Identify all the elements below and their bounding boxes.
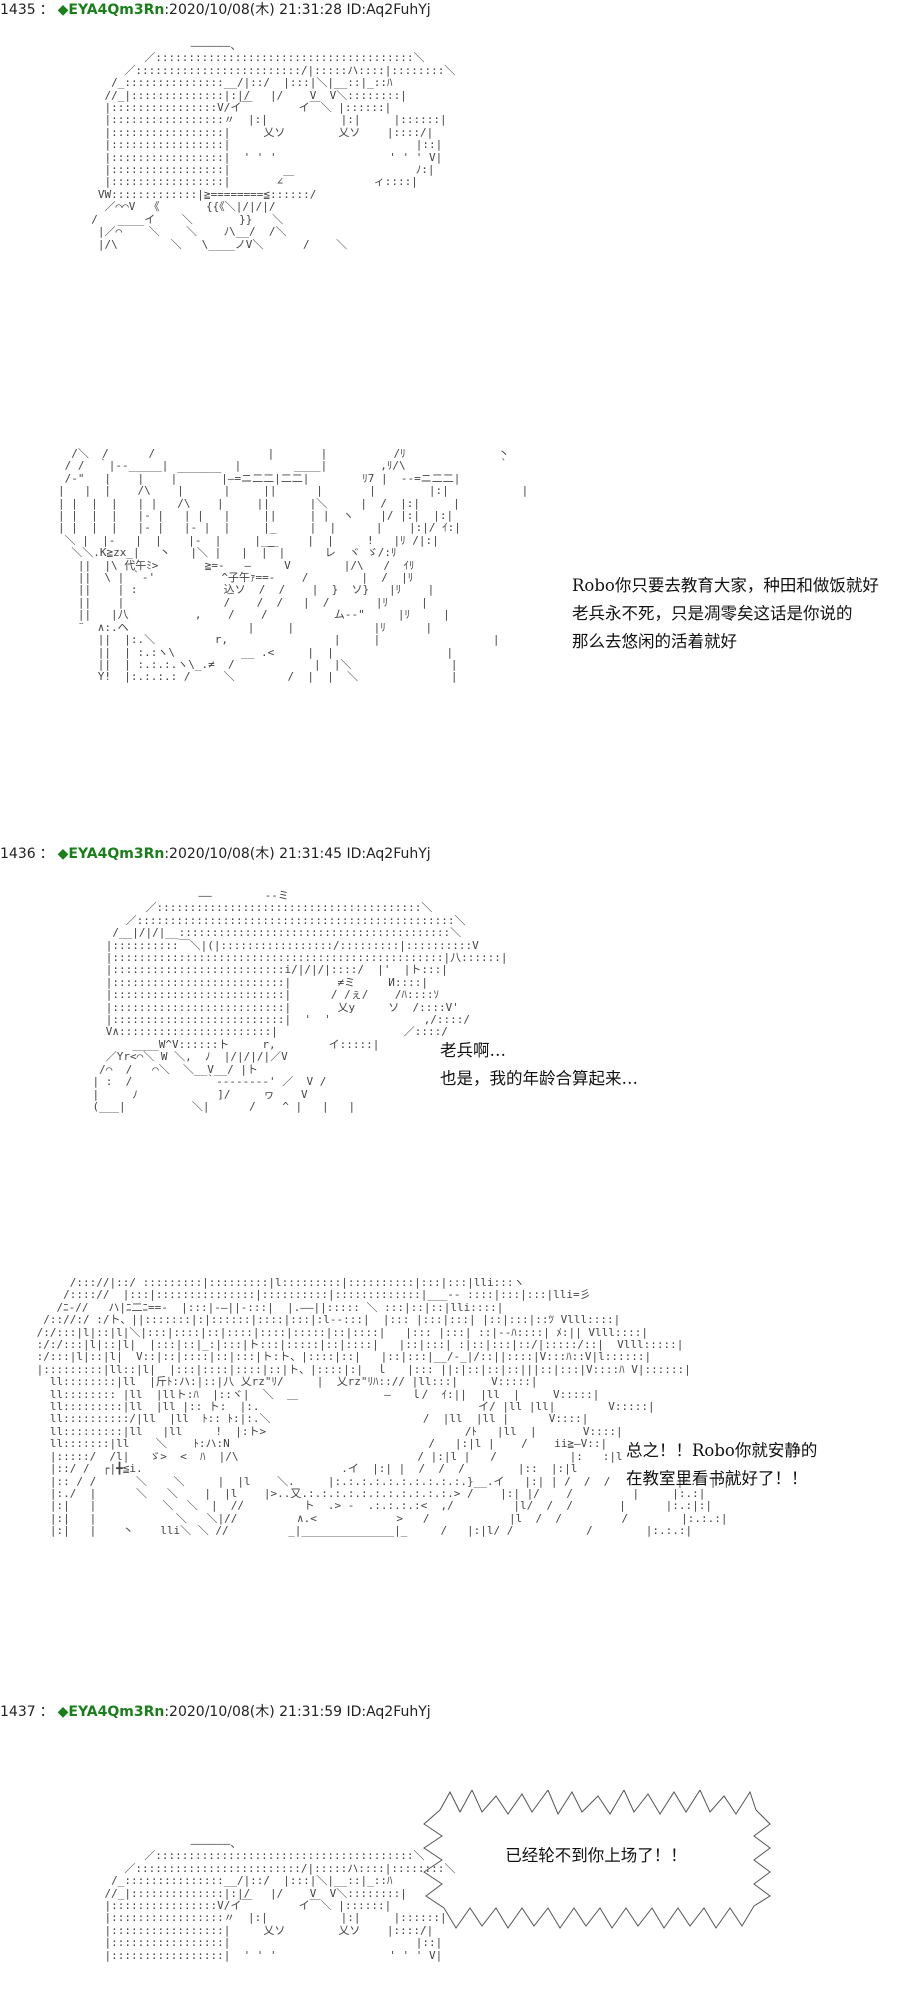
ascii-art-character-a: ――――――、 ／:::::::::::::::::::::::::::::::…: [91, 39, 456, 251]
post-datetime: :2020/10/08(木) 21:31:45 ID:Aq2FuhYj: [164, 846, 431, 862]
post-header-1435: 1435：◆EYA4Qm3Rn:2020/10/08(木) 21:31:28 I…: [0, 0, 431, 20]
dialogue-line: 老兵永不死，只是凋零矣这话是你说的: [572, 604, 853, 623]
shout-text: 已经轮不到你上场了！！: [505, 1846, 687, 1865]
poster-name[interactable]: EYA4Qm3Rn: [68, 1704, 165, 1720]
dialogue-line: Robo你只要去教育大家，种田和做饭就好: [572, 576, 879, 595]
poster-name[interactable]: EYA4Qm3Rn: [68, 2, 165, 18]
post-separator: ：: [39, 846, 54, 862]
burst-outline: [423, 1790, 771, 1929]
trip-diamond-icon: ◆: [57, 846, 69, 862]
ascii-art-crowd-b: /::://|::/ :::::::::|:::::::::|l::::::::…: [36, 1276, 737, 1538]
post-number: 1437: [0, 1704, 36, 1720]
dialogue-line: 在教室里看书就好了！！: [626, 1469, 808, 1488]
dialogue-line: 也是，我的年龄合算起来…: [440, 1069, 638, 1088]
post-separator: ：: [39, 1704, 54, 1720]
post-header-1436: 1436：◆EYA4Qm3Rn:2020/10/08(木) 21:31:45 I…: [0, 844, 431, 864]
post-header-1437: 1437：◆EYA4Qm3Rn:2020/10/08(木) 21:31:59 I…: [0, 1702, 431, 1722]
post-number: 1436: [0, 846, 36, 862]
dialogue-line: 那么去悠闲的活着就好: [572, 632, 737, 651]
post-datetime: :2020/10/08(木) 21:31:59 ID:Aq2FuhYj: [164, 1704, 431, 1720]
ascii-art-character-b: ―― -‐ミ ／::::::::::::::::::::::::::::::::…: [92, 889, 508, 1113]
dialogue-1435: Robo你只要去教育大家，种田和做饭就好 老兵永不死，只是凋零矣这话是你说的 那…: [572, 572, 879, 656]
shout-speech-burst: 已经轮不到你上场了！！: [420, 1790, 772, 1930]
post-datetime: :2020/10/08(木) 21:31:28 ID:Aq2FuhYj: [164, 2, 431, 18]
dialogue-1436-b: 总之！！Robo你就安静的 在教室里看书就好了！！: [626, 1437, 817, 1493]
trip-diamond-icon: ◆: [57, 2, 69, 18]
dialogue-line: 总之！！Robo你就安静的: [626, 1441, 818, 1460]
post-number: 1435: [0, 2, 36, 18]
ascii-art-crowd-a: /＼ / / | | /ﾘ 丶 / / ｀|-‐_____| | ____| ,…: [58, 447, 529, 684]
trip-diamond-icon: ◆: [57, 1704, 69, 1720]
dialogue-line: 老兵啊…: [440, 1041, 506, 1060]
post-separator: ：: [39, 2, 54, 18]
poster-name[interactable]: EYA4Qm3Rn: [68, 846, 165, 862]
dialogue-1436-a: 老兵啊… 也是，我的年龄合算起来…: [440, 1037, 638, 1093]
ascii-art-character-c: ――――――、 ／:::::::::::::::::::::::::::::::…: [104, 1837, 456, 1962]
